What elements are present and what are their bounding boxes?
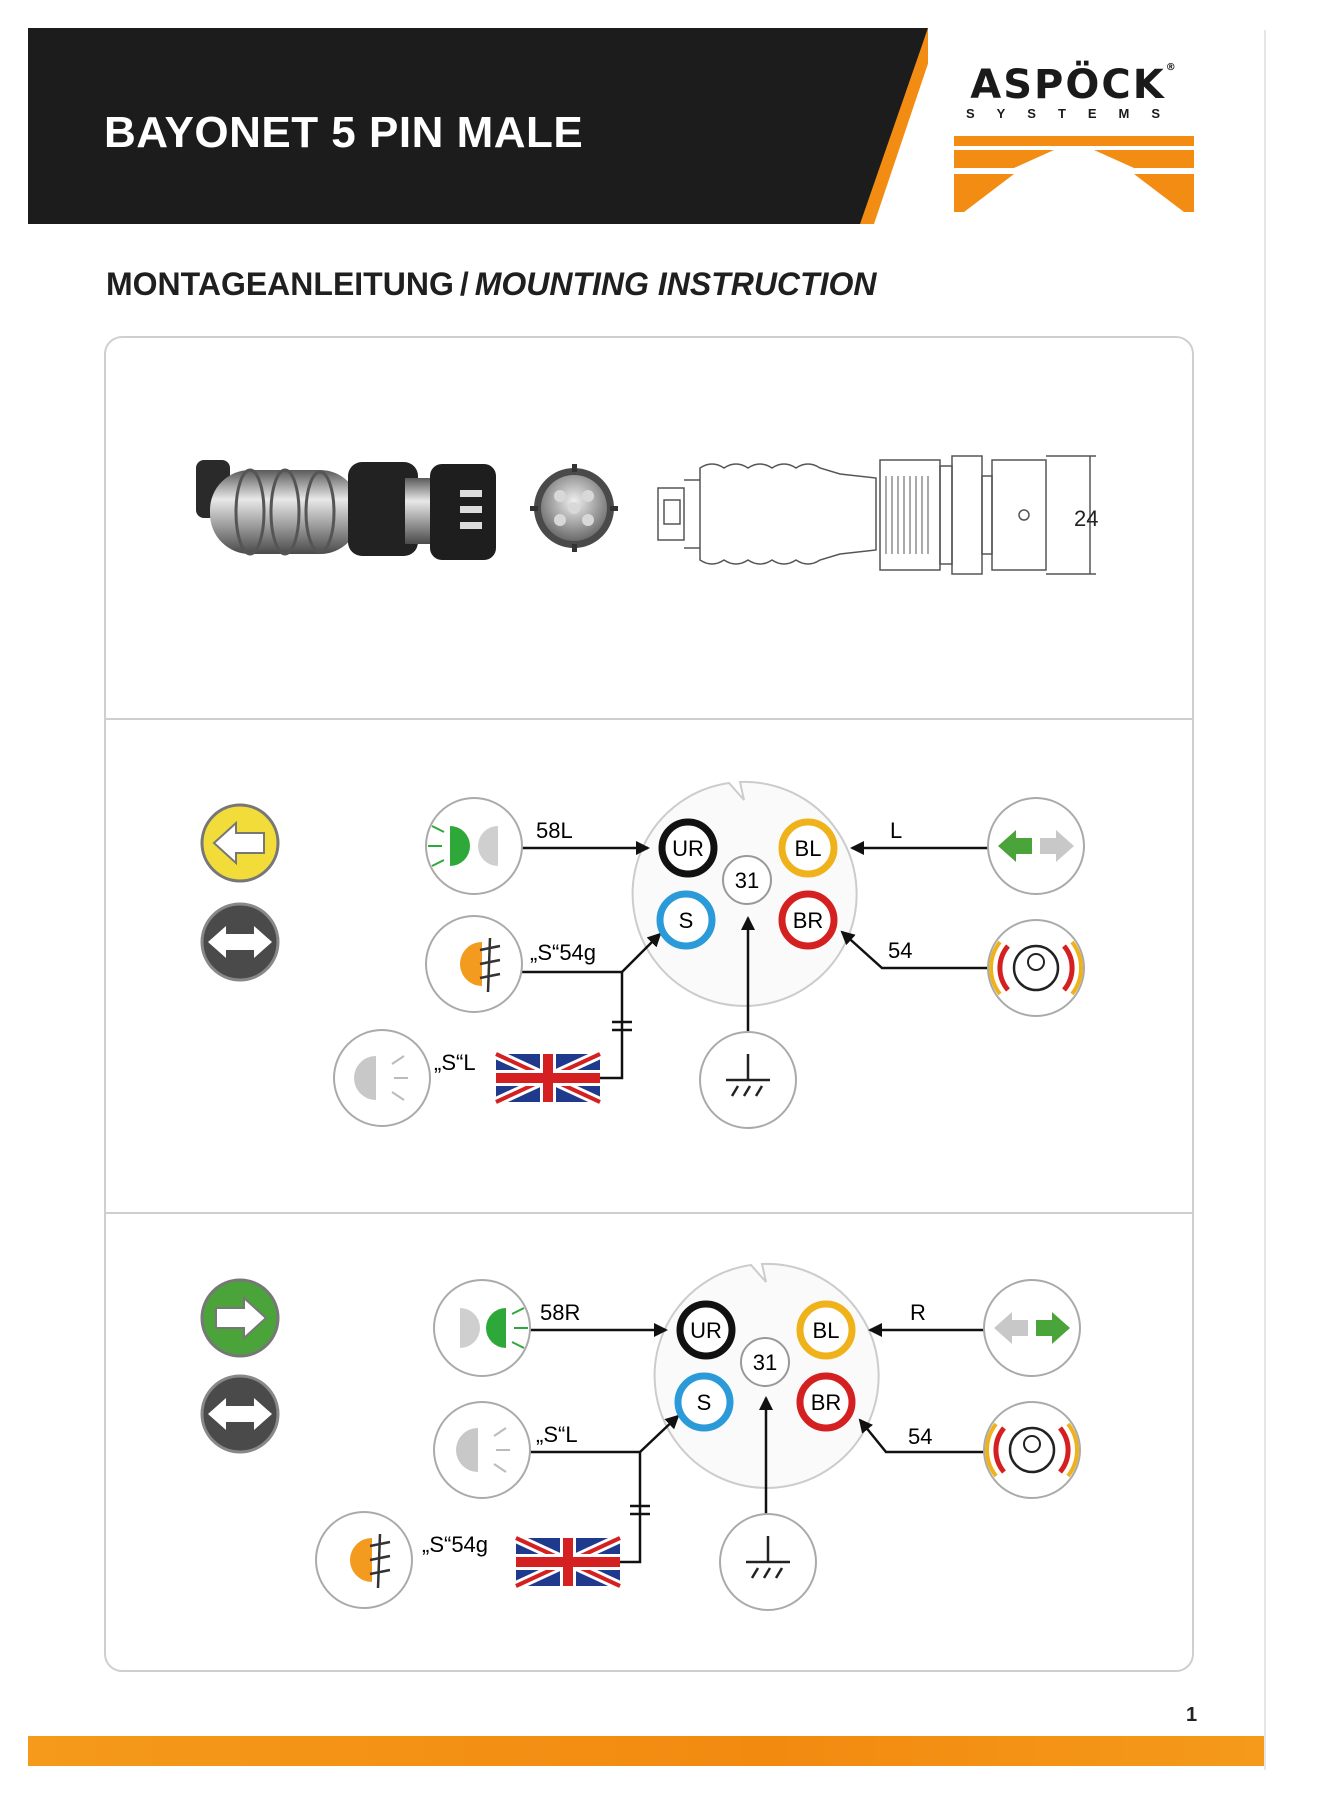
pin-br-label-2: BR (811, 1390, 842, 1415)
pin-bl-left (778, 818, 838, 878)
pin-31-left (722, 855, 772, 905)
pin-ur-label: UR (672, 836, 704, 861)
header-bar (28, 28, 928, 224)
wire-label-58r: 58R (540, 1300, 580, 1325)
wire-label-r: R (910, 1300, 926, 1325)
brand-subtitle: SYSTEMS (965, 106, 1183, 121)
wire-label-54-2: 54 (908, 1424, 932, 1449)
side-light-icon-2 (433, 1279, 531, 1377)
page-border (28, 30, 1266, 1770)
pin-s-label: S (679, 908, 694, 933)
instruction-panel (104, 336, 1194, 1672)
dimension-label: 24 (1074, 506, 1098, 531)
pin-31-label: 31 (735, 868, 759, 893)
connector-front-view (530, 464, 618, 552)
wire-label-sl-2: „S“L (536, 1422, 578, 1447)
uk-flag-icon-2 (513, 1533, 623, 1591)
brake-light-icon-2 (983, 1401, 1081, 1499)
turn-signal-icon (987, 797, 1085, 895)
pin-31-right (740, 1337, 790, 1387)
pin-bl-label: BL (795, 836, 822, 861)
pin-ur-label-2: UR (690, 1318, 722, 1343)
document-title: BAYONET 5 PIN MALE (104, 108, 584, 157)
ground-icon (699, 1031, 797, 1129)
wire-label-l: L (890, 818, 902, 843)
pin-s-label-2: S (697, 1390, 712, 1415)
indicator-both-dark-2 (200, 1374, 280, 1454)
side-light-icon (425, 797, 523, 895)
logo-light-rays (954, 136, 1194, 212)
aspoeck-logo: ASPÖCK® SYSTEMS (954, 62, 1194, 212)
wire-label-s54g: „S“54g (530, 940, 596, 965)
pin-31-label-2: 31 (753, 1350, 777, 1375)
wire-label-54: 54 (888, 938, 912, 963)
pin-bl-label-2: BL (813, 1318, 840, 1343)
indicator-left-yellow (200, 803, 280, 883)
reverse-light-icon (333, 1029, 431, 1127)
brake-light-icon (987, 919, 1085, 1017)
fog-light-icon-2 (315, 1511, 413, 1609)
pin-br-label: BR (793, 908, 824, 933)
subtitle-english: MOUNTING INSTRUCTION (474, 266, 877, 302)
pin-bl-right (796, 1300, 856, 1360)
ground-icon-2 (719, 1513, 817, 1611)
pin-br-right (796, 1372, 856, 1432)
section-subtitle: MONTAGEANLEITUNG/MOUNTING INSTRUCTION (106, 266, 876, 303)
panel-divider-2 (104, 1212, 1194, 1214)
brand-name: ASPÖCK® (970, 62, 1178, 108)
panel-divider-1 (104, 718, 1194, 720)
connector-photo (196, 460, 496, 560)
pin-s-left (656, 890, 716, 950)
reverse-light-icon-2 (433, 1401, 531, 1499)
pin-s-right (674, 1372, 734, 1432)
wire-label-s54g-2: „S“54g (422, 1532, 488, 1557)
pin-ur-right (676, 1300, 736, 1360)
fog-light-icon (425, 915, 523, 1013)
pin-br-left (778, 890, 838, 950)
connector-technical-drawing (657, 455, 1096, 575)
page-number: 1 (1186, 1704, 1198, 1726)
subtitle-separator: / (459, 266, 469, 302)
indicator-right-green (200, 1278, 280, 1358)
wire-label-58l: 58L (536, 818, 573, 843)
footer-bar (28, 1736, 1264, 1766)
wire-label-sl: „S“L (434, 1050, 476, 1075)
indicator-both-dark (200, 902, 280, 982)
turn-signal-icon-2 (983, 1279, 1081, 1377)
subtitle-german: MONTAGEANLEITUNG (106, 266, 454, 302)
pin-ur-left (658, 818, 718, 878)
uk-flag-icon (493, 1049, 603, 1107)
